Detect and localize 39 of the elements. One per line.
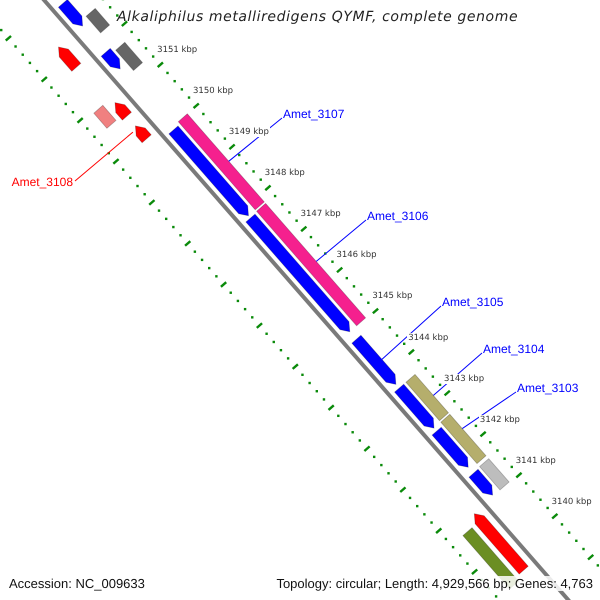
tick-label: 3145 kbp — [371, 291, 414, 302]
gene-block — [93, 104, 117, 129]
gene-block — [468, 468, 494, 496]
gene-block — [86, 8, 110, 34]
tick-label: 3142 kbp — [478, 414, 521, 425]
tick-label: 3151 kbp — [156, 45, 198, 56]
title: Alkaliphilus metalliredigens QYMF, complete genome — [117, 9, 518, 25]
gene-block — [58, 0, 84, 26]
gene-label: Amet_3106 — [367, 209, 428, 223]
gene-label: Amet_3107 — [283, 107, 344, 121]
accession-text: Accession: NC_009633 — [8, 576, 146, 591]
gene-block — [351, 334, 396, 385]
gene-label: Amet_3103 — [517, 381, 578, 395]
tick-label: 3140 kbp — [550, 496, 593, 507]
tick-label: 3149 kbp — [228, 127, 270, 138]
gene-block — [114, 102, 132, 121]
tick-label: 3143 kbp — [443, 374, 486, 384]
gene-block — [432, 426, 469, 468]
gene-block — [115, 42, 144, 72]
tick-label: 3147 kbp — [300, 209, 342, 220]
tick-label: 3144 kbp — [407, 332, 450, 343]
gene-label: Amet_3105 — [442, 295, 504, 309]
gene-block — [134, 125, 152, 144]
gene-block — [474, 513, 529, 575]
gene-block — [58, 46, 82, 72]
gene-block — [168, 125, 249, 216]
tick-label: 3148 kbp — [264, 168, 306, 178]
genome-info-text: Topology: circular; Length: 4,929,566 bp; Genes: 4,763 — [275, 576, 594, 591]
tick-label: 3146 kbp — [335, 250, 378, 260]
leader-line — [462, 392, 516, 430]
gene-block — [100, 48, 121, 70]
gene-label: Amet_3108 — [12, 175, 73, 189]
leader-line — [74, 132, 134, 182]
tick-label: 3150 kbp — [192, 86, 234, 96]
gene-block — [394, 384, 434, 429]
leader-line — [381, 306, 442, 360]
gene-label: Amet_3104 — [483, 342, 544, 356]
tick-label: 3141 kbp — [514, 456, 557, 466]
gene-block — [479, 458, 510, 490]
